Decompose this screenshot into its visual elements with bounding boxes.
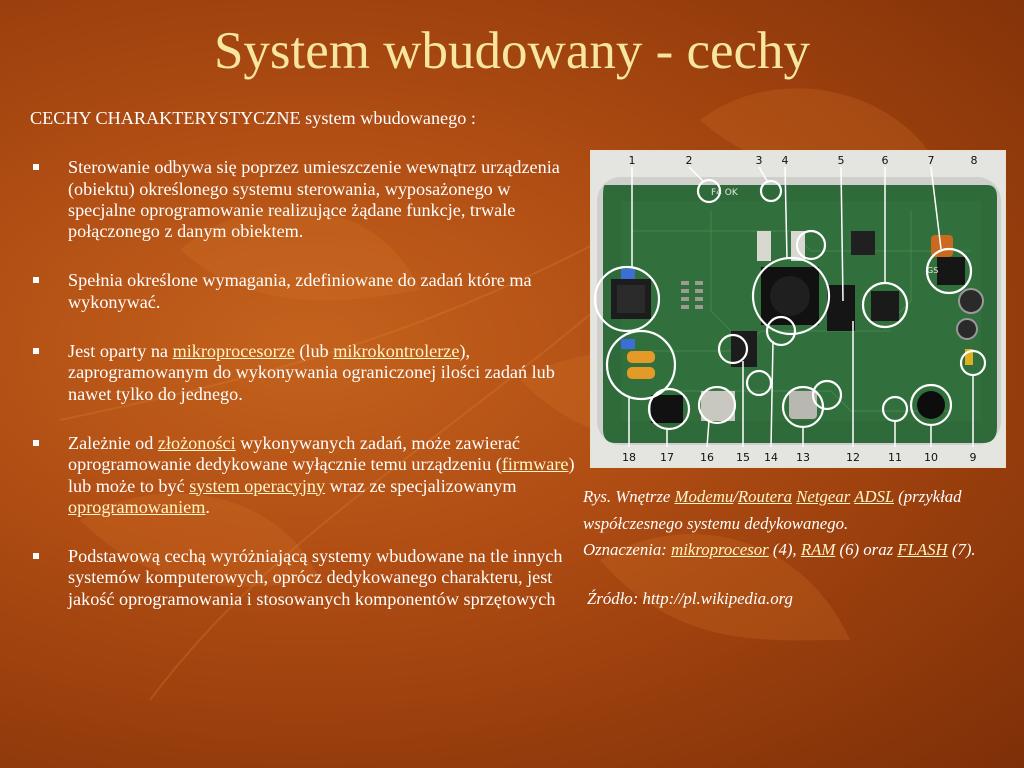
caption-line-main: Rys. Wnętrze Modemu/Routera Netgear ADSL… <box>583 487 962 533</box>
bullet-text: (lub <box>294 341 334 362</box>
bullet-text: Podstawową cechą wyróżniającą systemy wb… <box>68 546 563 609</box>
callout-circle <box>765 315 797 347</box>
callout-circle <box>751 256 831 336</box>
link-netgear[interactable]: Netgear <box>796 487 851 506</box>
bullet-text: wykonywanych zadań, może zawierać oprogr… <box>68 432 520 475</box>
callout-number: 6 <box>882 154 889 167</box>
chip-mark: GS <box>927 266 938 275</box>
link-firmware[interactable]: firmware <box>501 454 569 475</box>
callout-number: 1 <box>629 154 636 167</box>
bullet-text: Spełnia określone wymagania, zdefiniowan… <box>68 270 532 312</box>
bullet-text: . <box>205 496 210 517</box>
callout-number: 15 <box>736 451 750 464</box>
square-bullet-icon <box>33 439 39 446</box>
square-bullet-icon <box>33 348 39 355</box>
square-bullet-icon <box>33 277 39 284</box>
link-ram[interactable]: RAM <box>800 540 836 560</box>
callout-number: 12 <box>846 451 860 464</box>
link-mikroprocesorze[interactable]: mikroprocesorze <box>172 341 295 362</box>
figure-caption: Rys. Wnętrze Modemu/Routera Netgear ADSL… <box>583 484 1018 612</box>
link-flash[interactable]: FLASH <box>897 540 948 560</box>
callout-circle <box>717 333 749 365</box>
link-oprogramowaniem[interactable]: oprogramowaniem <box>68 496 206 517</box>
callout-number: 2 <box>686 154 693 167</box>
callout-circle <box>745 369 773 397</box>
callout-number: 5 <box>838 154 845 167</box>
callout-number: 11 <box>888 451 902 464</box>
callout-number: 18 <box>622 451 636 464</box>
callout-number: 9 <box>970 451 977 464</box>
bullet-item-1: Sterowanie odbywa się poprzez umieszczen… <box>30 157 575 242</box>
bullet-text: ), zaprogramowanym do wykonywania ograni… <box>68 341 555 404</box>
modem-board-photo: F4 OK GS <box>590 150 1006 468</box>
callout-number: 16 <box>700 451 714 464</box>
caption-source: Źródło: http://pl.wikipedia.org <box>587 588 793 608</box>
callout-circle <box>593 265 661 333</box>
bullet-list: Sterowanie odbywa się poprzez umieszczen… <box>30 157 575 610</box>
slide-content: CECHY CHARAKTERYSTYCZNE system wbudowane… <box>30 108 575 638</box>
bullet-item-3: Jest oparty na mikroprocesorze (lub mikr… <box>30 341 575 405</box>
callout-number: 3 <box>756 154 763 167</box>
callout-number: 10 <box>924 451 938 464</box>
callout-circle <box>605 329 677 401</box>
link-mikrokontrolerze[interactable]: mikrokontrolerze <box>333 341 460 362</box>
intro-heading: CECHY CHARAKTERYSTYCZNE system wbudowane… <box>30 108 476 128</box>
callout-circle <box>759 179 783 203</box>
callout-number: 17 <box>660 451 674 464</box>
square-bullet-icon <box>33 164 39 171</box>
caption-line-legend: Oznaczenia: mikroprocesor (4), RAM (6) o… <box>583 540 976 560</box>
link-adsl[interactable]: ADSL <box>854 487 894 506</box>
bullet-item-4: Zależnie od złożoności wykonywanych zada… <box>30 433 575 518</box>
bullet-text: Zależnie od <box>68 432 158 453</box>
callout-circle <box>696 178 722 204</box>
bullet-text: Sterowanie odbywa się poprzez umieszczen… <box>68 157 560 242</box>
link-routera[interactable]: Routera <box>737 487 792 506</box>
bullet-text: wraz ze specjalizowanym <box>325 475 517 496</box>
bullet-item-2: Spełnia określone wymagania, zdefiniowan… <box>30 270 575 313</box>
callout-number: 8 <box>971 154 978 167</box>
link-system-operacyjny[interactable]: system operacyjny <box>189 475 326 496</box>
callout-number: 4 <box>782 154 789 167</box>
bullet-text: Jest oparty na <box>68 341 173 362</box>
link-mikroprocesor[interactable]: mikroprocesor <box>671 540 769 560</box>
callout-circle <box>697 385 737 425</box>
bullet-text: ) lub może to być <box>68 454 575 496</box>
callout-circle <box>647 387 691 431</box>
bullet-item-5: Podstawową cechą wyróżniającą systemy wb… <box>30 546 575 610</box>
callout-number: 7 <box>928 154 935 167</box>
callout-number: 14 <box>764 451 778 464</box>
circuit-board-image: F4 OK GS <box>591 151 1005 467</box>
square-bullet-icon <box>33 553 39 560</box>
link-zlozonosci[interactable]: złożoności <box>157 432 236 453</box>
slide-title: System wbudowany - cechy <box>213 22 811 80</box>
callout-circle <box>925 247 973 295</box>
callout-number: 13 <box>796 451 810 464</box>
chip-mark: F4 OK <box>711 188 739 198</box>
callout-circle <box>795 229 827 261</box>
callout-circle <box>811 379 843 411</box>
link-modemu[interactable]: Modemu <box>674 487 734 506</box>
